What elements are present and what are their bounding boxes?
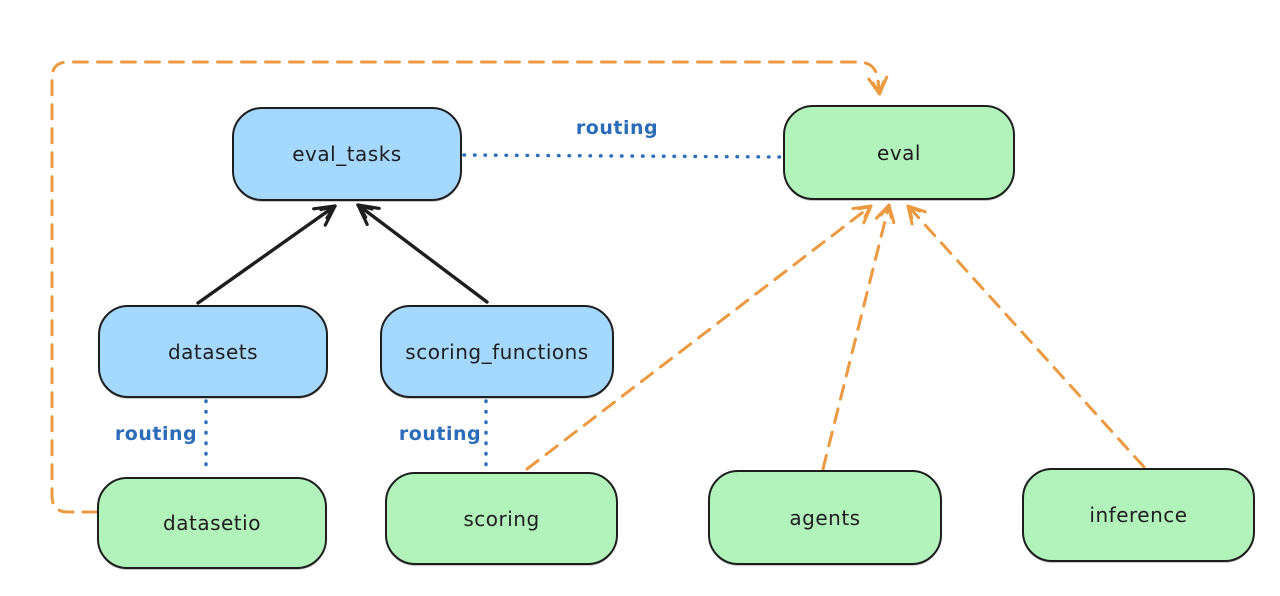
edge-datasetio-to-eval-dashed xyxy=(50,60,889,514)
edge-eval-tasks-to-eval-dotted xyxy=(462,153,785,159)
node-label: scoring_functions xyxy=(405,339,589,364)
edge-label-routing-left: routing xyxy=(114,423,198,445)
edge-label-routing-mid: routing xyxy=(398,423,482,445)
edge-inference-to-eval-dashed xyxy=(906,204,1146,469)
node-scoring-functions: scoring_functions xyxy=(380,305,614,398)
node-label: eval xyxy=(877,140,921,165)
node-label: datasetio xyxy=(163,511,261,535)
edge-datasets-to-eval-tasks xyxy=(196,204,337,305)
node-label: inference xyxy=(1089,503,1188,527)
node-scoring: scoring xyxy=(385,472,618,565)
edge-agents-to-eval-dashed xyxy=(821,203,896,471)
node-eval: eval xyxy=(783,105,1015,200)
node-inference: inference xyxy=(1022,468,1255,562)
edge-label-routing-top: routing xyxy=(575,117,659,139)
node-label: datasets xyxy=(167,339,259,364)
node-label: scoring xyxy=(463,506,540,531)
node-eval-tasks: eval_tasks xyxy=(232,107,462,201)
edge-scoring-functions-to-eval-tasks xyxy=(356,203,489,304)
edge-scoring-to-eval-dashed xyxy=(525,204,873,471)
node-label: agents xyxy=(789,505,861,530)
node-datasetio: datasetio xyxy=(97,477,327,569)
node-datasets: datasets xyxy=(98,305,328,398)
node-label: eval_tasks xyxy=(292,142,402,166)
node-agents: agents xyxy=(708,470,942,565)
